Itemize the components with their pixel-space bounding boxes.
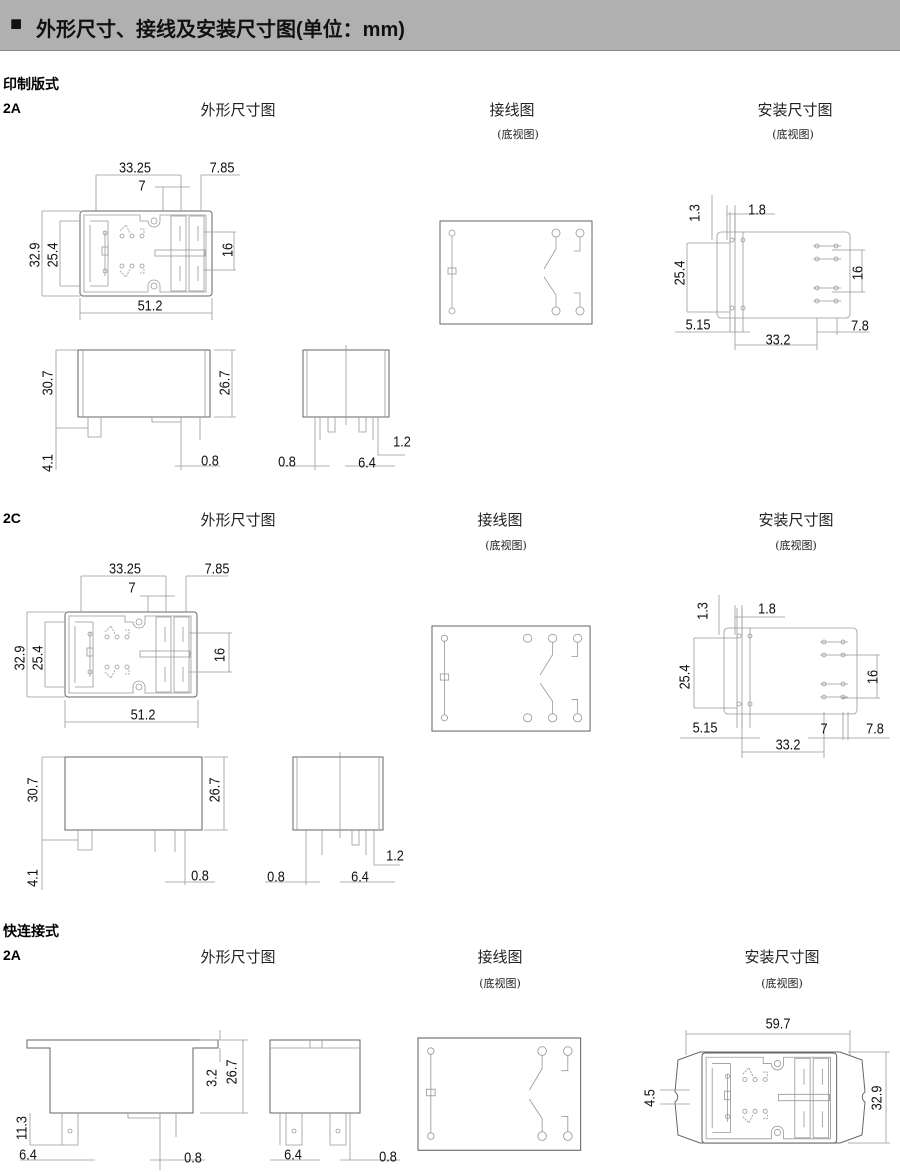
variant-label: 2A (3, 100, 21, 116)
mount-subtitle: (底视图) (772, 128, 814, 141)
dim-label: 0.8 (191, 867, 209, 885)
outline-title: 外形尺寸图 (200, 948, 276, 966)
mount-title: 安装尺寸图 (744, 948, 820, 966)
dim-label: 3.2 (203, 1069, 221, 1087)
dim-label: 51.2 (130, 706, 156, 724)
dim-label: 6.4 (351, 868, 369, 886)
dim-label: 26.7 (223, 1059, 241, 1085)
mount-title: 安装尺寸图 (757, 101, 833, 119)
dim-label: 25.4 (676, 664, 694, 690)
dim-label: 32.9 (11, 645, 29, 671)
outline-title: 外形尺寸图 (200, 511, 276, 529)
dim-label: 0.8 (184, 1149, 202, 1167)
dim-label: 33.2 (765, 331, 791, 349)
dim-label: 30.7 (39, 370, 57, 396)
dim-label: 7.85 (209, 159, 235, 177)
dim-label: 1.3 (686, 204, 704, 222)
dim-label: 7 (138, 177, 146, 195)
header-title: 外形尺寸、接线及安装尺寸图(单位：mm) (36, 19, 405, 41)
dim-label: 6.4 (358, 454, 376, 472)
dim-label: 26.7 (216, 370, 234, 396)
dim-label: 51.2 (137, 297, 163, 315)
section-type-label: 快连接式 (3, 923, 59, 939)
dim-label: 1.2 (386, 847, 404, 865)
dim-label: 1.3 (694, 602, 712, 620)
dim-label: 16 (864, 669, 882, 685)
header-bullet: ■ (10, 13, 23, 35)
dim-label: 33.25 (119, 159, 151, 177)
dim-label: 0.8 (379, 1148, 397, 1166)
wiring-subtitle: (底视图) (479, 977, 521, 990)
dim-label: 32.9 (26, 242, 44, 268)
dim-label: 4.1 (39, 454, 57, 472)
dim-label: 25.4 (29, 645, 47, 671)
mount-title: 安装尺寸图 (758, 511, 834, 529)
dim-label: 25.4 (671, 260, 689, 286)
dim-label: 16 (211, 647, 229, 663)
dim-label: 0.8 (267, 868, 285, 886)
dim-label: 4.1 (24, 869, 42, 887)
dim-label: 33.2 (775, 736, 801, 754)
variant-label: 2C (3, 510, 21, 526)
dim-label: 6.4 (284, 1146, 302, 1164)
dim-label: 26.7 (206, 777, 224, 803)
dim-label: 7 (820, 720, 828, 738)
dim-label: 32.9 (868, 1085, 886, 1111)
wiring-subtitle: (底视图) (497, 128, 539, 141)
section-type-label: 印制版式 (3, 76, 59, 92)
wiring-title: 接线图 (477, 948, 523, 966)
wiring-title: 接线图 (489, 101, 535, 119)
dim-label: 4.5 (641, 1089, 659, 1107)
dim-label: 1.8 (748, 201, 766, 219)
dim-label: 0.8 (201, 452, 219, 470)
wiring-title: 接线图 (477, 511, 523, 529)
dim-label: 5.15 (685, 316, 711, 334)
dim-label: 1.2 (393, 433, 411, 451)
dim-label: 7.85 (204, 560, 230, 578)
mount-subtitle: (底视图) (775, 539, 817, 552)
section-header: ■ 外形尺寸、接线及安装尺寸图(单位：mm) (0, 0, 900, 51)
mount-subtitle: (底视图) (761, 977, 803, 990)
variant-label: 2A (3, 947, 21, 963)
dim-label: 7.8 (866, 720, 884, 738)
dim-label: 6.4 (19, 1146, 37, 1164)
dim-label: 16 (219, 242, 237, 258)
dim-label: 7.8 (851, 317, 869, 335)
dim-label: 7 (128, 579, 136, 597)
dim-label: 30.7 (24, 777, 42, 803)
dim-label: 1.8 (758, 600, 776, 618)
dim-label: 16 (849, 265, 867, 281)
wiring-subtitle: (底视图) (485, 539, 527, 552)
dim-label: 59.7 (765, 1015, 791, 1033)
dim-label: 25.4 (44, 242, 62, 268)
dim-label: 0.8 (278, 453, 296, 471)
dim-label: 33.25 (109, 560, 141, 578)
dim-label: 5.15 (692, 719, 718, 737)
dim-label: 11.3 (13, 1116, 31, 1140)
outline-title: 外形尺寸图 (200, 101, 276, 119)
